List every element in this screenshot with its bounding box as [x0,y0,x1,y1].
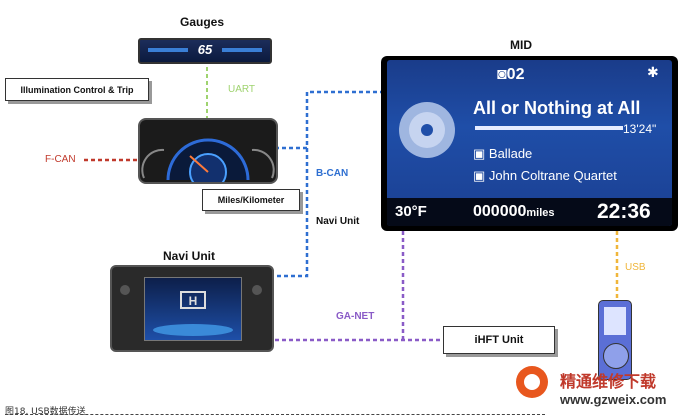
mid-odometer: 000000miles [473,203,555,220]
honda-logo-icon: H [153,291,233,336]
artist-icon: ▣ [473,168,489,183]
mid-clock: 22:36 [597,200,651,223]
caption-divider [5,414,545,415]
illumination-box: Illumination Control & Trip [5,78,149,101]
mid-artist: ▣ John Coltrane Quartet [473,168,617,183]
instrument-cluster [138,118,278,184]
gauges-title: Gauges [180,15,225,29]
mid-track-number: ◙02 [497,66,525,83]
bcan-navi-line [268,148,309,278]
figure-caption: 图18. USB数据传送 [5,407,86,417]
ihft-box: iHFT Unit [443,326,555,354]
watermark-cn: 精通维修下载 [560,372,657,391]
fcan-label: F-CAN [45,154,76,165]
navi-unit-title: Navi Unit [163,249,216,263]
mid-footer: 30°F 000000miles 22:36 [387,198,672,226]
bluetooth-icon: ✱ [647,64,659,80]
ipod-screen [604,307,626,335]
navi-unit-device: H [110,265,274,352]
mid-screen: ◙02 ✱ All or Nothing at All 13'24" ▣ Bal… [381,56,678,231]
ipod-device-icon [598,300,632,380]
svg-text:H: H [189,294,198,308]
cluster-gauge-graphic [141,138,275,182]
gauges-display: 65 [138,38,272,64]
mid-progress-bar [475,126,623,130]
gauge-bar-right [222,48,262,52]
navi-knob-left [120,285,130,295]
disc-icon: ◙ [497,66,507,83]
uart-label: UART [228,84,256,95]
watermark-url: www.gzweix.com [560,392,667,407]
gauge-speed-value: 65 [197,42,213,57]
ganet-label: GA-NET [336,311,375,322]
cd-icon [399,102,455,158]
ipod-click-wheel [603,343,629,369]
navi-screen: H [144,277,242,341]
album-icon: ▣ [473,146,489,161]
navi-knob-right [252,285,262,295]
gauge-bar-left [148,48,188,52]
miles-km-box: Miles/Kilometer [202,189,300,211]
bcan-label: B-CAN [316,168,349,179]
watermark-logo-icon [516,366,548,398]
navi-unit-link-label: Navi Unit [316,216,360,227]
mid-title: MID [510,38,532,52]
bcan-line [275,90,381,150]
mid-temperature: 30°F [395,203,427,220]
mid-album: ▣ Ballade [473,146,533,161]
usb-label: USB [625,262,646,273]
mid-song-title: All or Nothing at All [473,98,641,118]
mid-song-time: 13'24" [623,122,657,136]
